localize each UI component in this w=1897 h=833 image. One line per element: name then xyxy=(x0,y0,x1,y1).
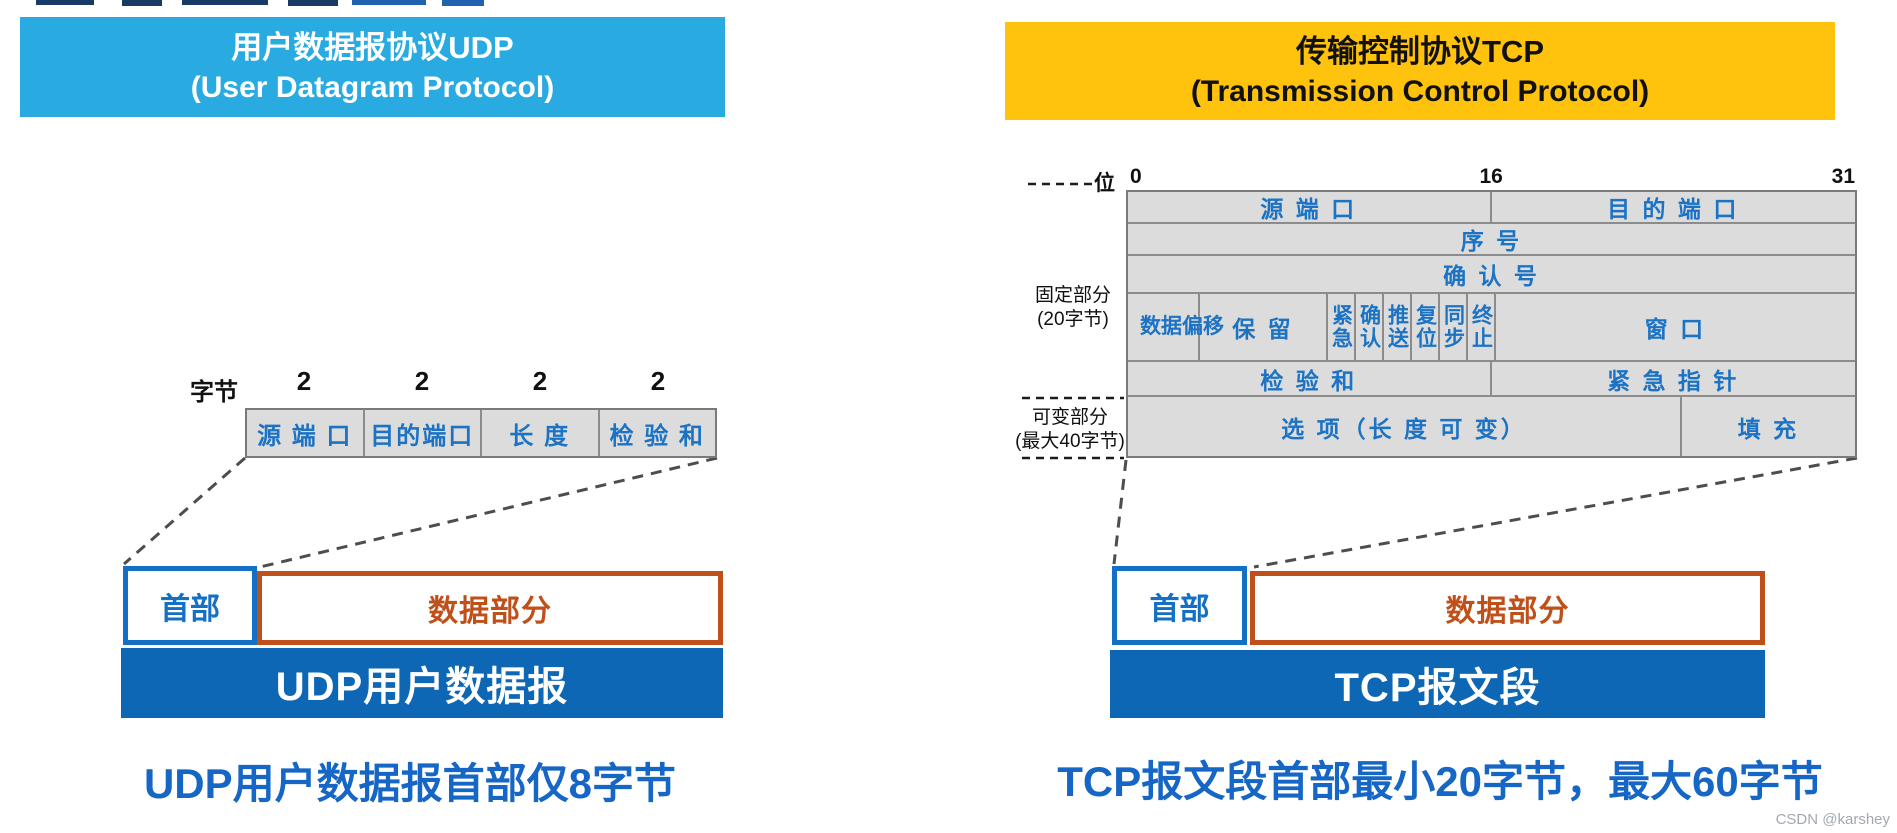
tcp-caption: TCP报文段首部最小20字节，最大60字节 xyxy=(1057,758,1823,805)
tcp-title-banner: 传输控制协议TCP (Transmission Control Protocol… xyxy=(1005,22,1835,120)
tcp-field-data-offset: 数据偏移 xyxy=(1128,294,1224,360)
tcp-row-seq: 序 号 xyxy=(1128,224,1855,256)
flag-ack-text: 确认 xyxy=(1357,304,1381,350)
tcp-field-seq: 序 号 xyxy=(1460,228,1523,254)
udp-byte-count: 2 xyxy=(650,366,666,396)
udp-field-checksum: 检 验 和 xyxy=(609,422,705,450)
cutoff-title-fragment xyxy=(122,0,162,6)
data-offset-text: 数据偏移 xyxy=(1140,314,1224,338)
cutoff-title-fragment xyxy=(288,0,338,6)
tcp-field-options: 选 项（长 度 可 变） xyxy=(1128,397,1682,456)
tcp-field-padding: 填 充 xyxy=(1737,415,1800,442)
cutoff-title-fragment xyxy=(352,0,426,5)
flag-rst-text: 复位 xyxy=(1413,304,1437,350)
udp-datagram-bar: UDP用户数据报 xyxy=(121,648,723,718)
udp-header-box: 首部 xyxy=(123,566,257,645)
cutoff-title-fragment xyxy=(442,0,484,6)
udp-subtitle: (User Datagram Protocol) xyxy=(190,71,555,105)
tcp-flag-rst: 复位 xyxy=(1412,294,1440,360)
tcp-field-window: 窗 口 xyxy=(1644,316,1707,342)
tcp-field-urgent-pointer: 紧 急 指 针 xyxy=(1607,367,1740,394)
tcp-flag-syn: 同步 xyxy=(1440,294,1468,360)
tcp-row-ports: 源 端 口 目 的 端 口 xyxy=(1128,192,1855,224)
udp-header-table: 源 端 口 目的端口 长 度 检 验 和 xyxy=(245,408,717,458)
tcp-field-checksum: 检 验 和 xyxy=(1128,362,1492,395)
udp-title: 用户数据报协议UDP xyxy=(231,29,514,65)
tcp-header-table: 源 端 口 目 的 端 口 序 号 确 认 号 数据偏移 保 留 紧急 确认 推… xyxy=(1126,190,1857,458)
tcp-flag-fin: 终止 xyxy=(1468,294,1496,360)
tcp-bit-label: 位 xyxy=(1094,172,1115,195)
tcp-field-source-port: 源 端 口 xyxy=(1128,192,1492,222)
csdn-watermark: CSDN @karshey xyxy=(1775,811,1890,828)
tcp-header-box: 首部 xyxy=(1112,566,1247,645)
udp-data-part-box: 数据部分 xyxy=(257,571,723,645)
udp-title-banner: 用户数据报协议UDP (User Datagram Protocol) xyxy=(20,17,725,117)
tcp-fixed-part-label: 固定部分 (20字节) xyxy=(1018,284,1128,332)
udp-field-dest-port: 目的端口 xyxy=(365,410,482,456)
tcp-flag-psh: 推送 xyxy=(1384,294,1412,360)
bit-mark-16: 16 xyxy=(1479,165,1503,188)
cutoff-title-fragment xyxy=(36,0,94,5)
tcp-row-ack: 确 认 号 xyxy=(1128,256,1855,294)
flag-psh-text: 推送 xyxy=(1385,304,1409,350)
tcp-field-reserved: 保 留 xyxy=(1200,294,1328,360)
udp-field-length: 长 度 xyxy=(482,410,600,456)
flag-fin-text: 终止 xyxy=(1469,304,1493,350)
cutoff-title-fragment xyxy=(182,0,268,5)
udp-caption: UDP用户数据报首部仅8字节 xyxy=(143,760,677,807)
variable-part-line2: (最大40字节) xyxy=(1015,430,1125,452)
fixed-part-line1: 固定部分 xyxy=(1034,285,1111,306)
tcp-data-part-box: 数据部分 xyxy=(1250,571,1765,645)
udp-byte-count: 2 xyxy=(296,366,312,396)
tcp-field-dest-port: 目 的 端 口 xyxy=(1607,196,1740,222)
bit-mark-31: 31 xyxy=(1831,165,1855,188)
flag-urg-text: 紧急 xyxy=(1329,304,1353,350)
udp-byte-counts: 2 2 2 2 xyxy=(245,366,717,400)
flag-syn-text: 同步 xyxy=(1441,304,1465,350)
tcp-title: 传输控制协议TCP xyxy=(1296,33,1544,69)
bit-mark-0: 0 xyxy=(1130,165,1142,188)
tcp-row-flags: 数据偏移 保 留 紧急 确认 推送 复位 同步 终止 窗 口 xyxy=(1128,294,1855,362)
variable-part-line1: 可变部分 xyxy=(1031,407,1108,428)
udp-field-source-port: 源 端 口 xyxy=(247,410,365,456)
tcp-field-ack: 确 认 号 xyxy=(1443,263,1540,289)
tcp-bit-scale: 0 16 31 xyxy=(1126,165,1857,189)
tcp-row-checksum: 检 验 和 紧 急 指 针 xyxy=(1128,362,1855,397)
tcp-subtitle: (Transmission Control Protocol) xyxy=(1190,75,1650,109)
udp-byte-label: 字节 xyxy=(190,379,238,406)
tcp-segment-bar: TCP报文段 xyxy=(1110,650,1765,718)
tcp-variable-part-label: 可变部分 (最大40字节) xyxy=(1010,406,1130,454)
fixed-part-line2: (20字节) xyxy=(1037,308,1109,330)
udp-byte-count: 2 xyxy=(414,366,430,396)
tcp-flag-ack: 确认 xyxy=(1356,294,1384,360)
tcp-row-options: 选 项（长 度 可 变） 填 充 xyxy=(1128,397,1855,456)
udp-byte-count: 2 xyxy=(532,366,548,396)
tcp-flag-urg: 紧急 xyxy=(1328,294,1356,360)
